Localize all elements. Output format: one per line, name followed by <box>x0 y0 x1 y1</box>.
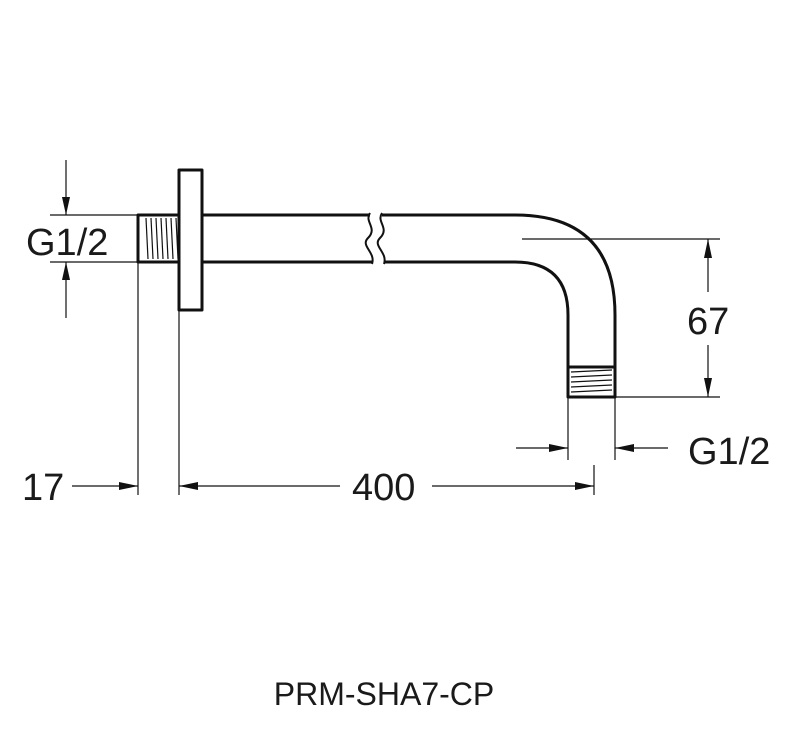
dim-bottom-chain <box>72 262 595 495</box>
dim-inlet-thread <box>50 160 138 318</box>
outlet-thread-hatching <box>570 369 613 393</box>
dim-drop-height <box>522 238 720 398</box>
dim-outlet-thread <box>516 397 668 460</box>
inlet-thread-label: G1/2 <box>26 222 108 264</box>
inlet-thread-body <box>136 213 181 264</box>
outlet-thread-label: G1/2 <box>688 431 770 473</box>
wall-flange <box>177 168 204 312</box>
drop-height-label: 67 <box>687 301 729 343</box>
inlet-thread-hatching <box>145 217 179 260</box>
arm-upper-line <box>202 213 617 367</box>
model-code: PRM-SHA7-CP <box>274 676 494 712</box>
break-mark-left <box>364 212 374 265</box>
flange-offset-label: 17 <box>22 467 64 509</box>
arm-lower-line <box>202 260 570 367</box>
shower-arm <box>136 168 617 399</box>
outlet-thread-body <box>566 365 617 399</box>
arm-length-label: 400 <box>352 467 415 509</box>
break-mark-right <box>376 212 386 265</box>
